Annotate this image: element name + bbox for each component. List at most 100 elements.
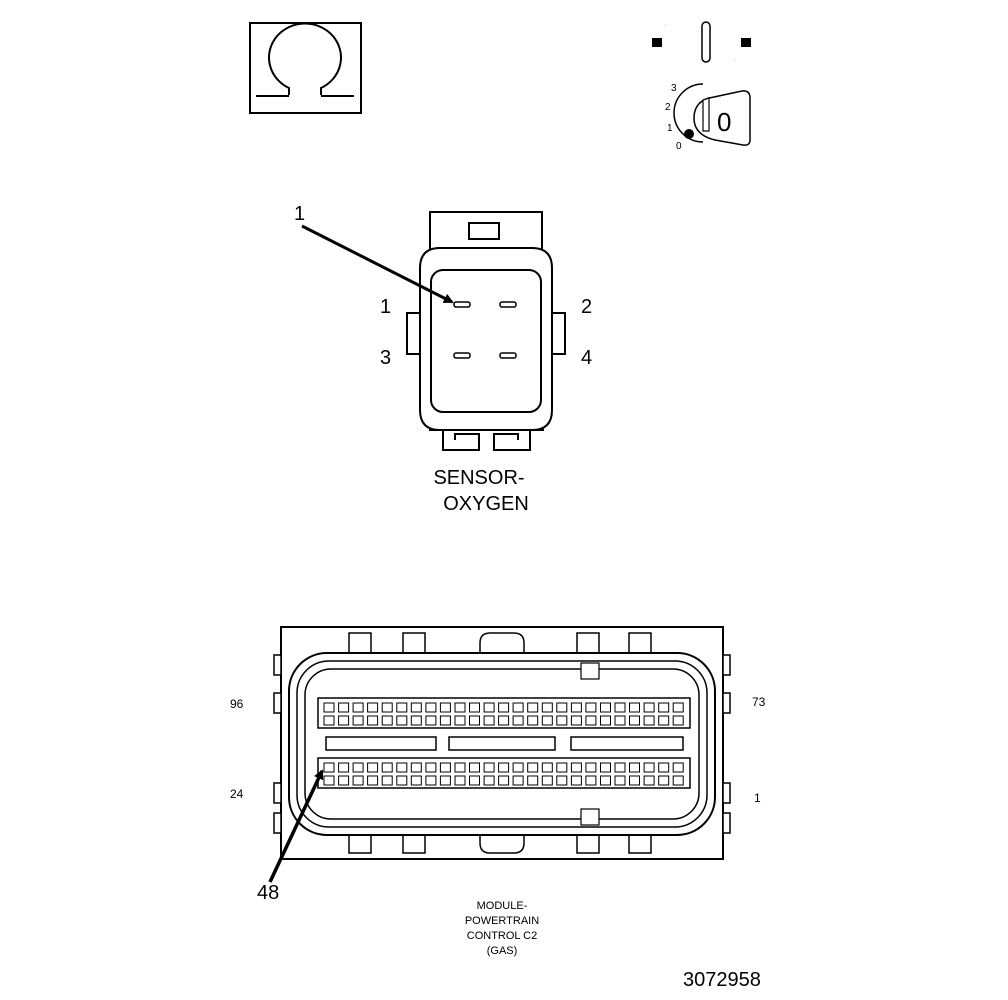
pcm-pin-cavity: [600, 702, 611, 713]
pcm-pin-cavity: [614, 702, 626, 713]
pcm-pin-cavity: [352, 775, 364, 786]
pcm-pin-cavity: [352, 762, 364, 773]
pcm-pin-cavity: [396, 715, 408, 726]
figure-number: 3072958: [683, 969, 761, 991]
pcm-pin-cavity: [556, 762, 568, 773]
ignition-position-3: 3: [671, 83, 677, 94]
pcm-pin-cavity: [469, 762, 480, 773]
key-position-label: 0: [717, 107, 731, 137]
svg-text:·: ·: [734, 58, 736, 64]
pcm-pin-cavity: [367, 715, 379, 726]
pcm-pin-cavity: [338, 702, 350, 713]
sensor-callout-label: 1: [294, 203, 305, 225]
pcm-pin-cavity: [672, 715, 684, 726]
pcm-pin-cavity: [367, 775, 379, 786]
pin-4: [499, 352, 517, 359]
pcm-pin-cavity: [469, 702, 480, 713]
pcm-pin-cavity: [483, 715, 495, 726]
pcm-pin-cavity: [643, 702, 655, 713]
pcm-pin-cavity: [410, 762, 422, 773]
pcm-pin-cavity: [425, 702, 437, 713]
corner-label-top-right: 73: [752, 695, 766, 709]
pcm-pin-cavity: [425, 775, 437, 786]
ignition-position-0: 0: [676, 141, 682, 152]
pcm-pin-cavity: [381, 775, 393, 786]
pcm-pin-cavity: [483, 762, 495, 773]
pcm-pin-cavity: [570, 762, 582, 773]
pcm-pin-cavity: [512, 762, 524, 773]
pcm-pin-cavity: [381, 762, 393, 773]
pin-label-2: 2: [581, 296, 592, 318]
pin-label-4: 4: [581, 347, 592, 369]
pcm-pin-cavity: [439, 715, 451, 726]
pcm-pin-cavity: [600, 715, 611, 726]
pcm-pin-cavity: [658, 775, 670, 786]
pcm-pin-cavity: [527, 762, 539, 773]
pcm-name-line4: (GAS): [487, 945, 518, 957]
pcm-pin-cavity: [439, 775, 451, 786]
pcm-pin-cavity: [585, 775, 597, 786]
pcm-connector: 96 73 24 1 48 MODULE- POWERTRAIN CONTROL…: [230, 626, 766, 957]
pcm-name-line1: MODULE-: [477, 900, 528, 912]
oxygen-sensor-connector: 1 2 3 4 1 SENSOR- OXYGEN: [294, 203, 592, 515]
pcm-pin-cavity: [338, 762, 350, 773]
pcm-pin-cavity: [439, 702, 451, 713]
pcm-pin-cavity: [323, 775, 335, 786]
pcm-pin-cavity: [585, 762, 597, 773]
svg-text:·: ·: [665, 23, 667, 29]
pcm-pin-cavity: [527, 702, 539, 713]
pcm-pin-cavity: [672, 775, 684, 786]
pcm-pin-cavity: [672, 762, 684, 773]
pcm-pin-cavity: [512, 775, 524, 786]
pcm-pin-cavity: [498, 702, 510, 713]
corner-label-top-left: 96: [230, 697, 244, 711]
pcm-pin-cavity: [672, 702, 684, 713]
pcm-pin-cavity: [512, 715, 524, 726]
pcm-pin-cavity: [338, 715, 350, 726]
sensor-name-line1: SENSOR-: [433, 467, 524, 489]
pin-label-1: 1: [380, 296, 391, 318]
pcm-pin-cavity: [338, 775, 350, 786]
corner-label-bottom-left: 24: [230, 787, 244, 801]
pcm-pin-cavity: [541, 715, 553, 726]
pcm-pin-cavity: [643, 775, 655, 786]
pcm-pin-cavity: [512, 702, 524, 713]
pcm-pin-cavity: [454, 715, 466, 726]
ignition-position-2: 2: [665, 102, 671, 113]
pcm-callout-label: 48: [257, 882, 279, 904]
pcm-pin-cavity: [396, 762, 408, 773]
pcm-name-line3: CONTROL C2: [467, 930, 538, 942]
pcm-pin-cavity: [541, 702, 553, 713]
pcm-pin-cavity: [498, 715, 510, 726]
pcm-pin-cavity: [483, 702, 495, 713]
pin-2: [499, 301, 517, 308]
ignition-key-icon: · · 3 2 1 0 0: [652, 21, 751, 152]
ohm-icon: [249, 22, 362, 114]
pcm-pin-cavity: [585, 715, 597, 726]
pin-1: [453, 301, 471, 308]
pcm-pin-cavity: [323, 715, 335, 726]
pcm-pin-cavity: [425, 715, 437, 726]
pcm-pin-cavity: [410, 775, 422, 786]
pcm-pin-cavity: [614, 715, 626, 726]
pcm-pin-cavity: [367, 762, 379, 773]
pcm-pin-cavity: [454, 762, 466, 773]
pcm-pin-grid: [323, 702, 684, 786]
pcm-pin-cavity: [439, 762, 451, 773]
pcm-pin-cavity: [600, 762, 611, 773]
pcm-pin-cavity: [585, 702, 597, 713]
pcm-pin-cavity: [600, 775, 611, 786]
pcm-pin-cavity: [454, 702, 466, 713]
pcm-pin-cavity: [629, 775, 640, 786]
pcm-pin-cavity: [541, 775, 553, 786]
pcm-pin-cavity: [396, 775, 408, 786]
pcm-pin-cavity: [367, 702, 379, 713]
pcm-pin-cavity: [629, 762, 640, 773]
pcm-pin-cavity: [396, 702, 408, 713]
pcm-pin-cavity: [570, 715, 582, 726]
pcm-pin-cavity: [425, 762, 437, 773]
pcm-pin-cavity: [643, 715, 655, 726]
pcm-pin-cavity: [527, 715, 539, 726]
pcm-pin-cavity: [556, 775, 568, 786]
